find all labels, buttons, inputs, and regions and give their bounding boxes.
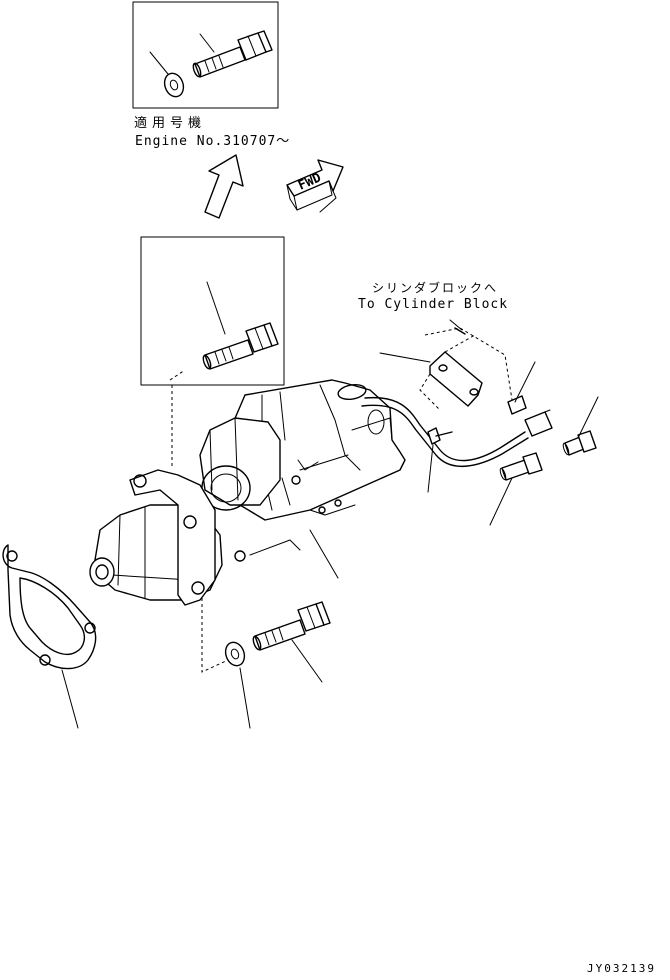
bolt-icon — [562, 430, 597, 456]
inset-box-top — [132, 1, 279, 109]
dashed-leader — [201, 598, 229, 673]
wiring-harness — [361, 319, 553, 468]
callout-leaders — [61, 352, 599, 729]
cylinder-block-label-jp: シリンダブロックへ — [372, 281, 499, 295]
drawing-number: JY032139 — [587, 962, 656, 975]
gasket-icon — [2, 544, 97, 670]
washer-icon — [163, 72, 185, 98]
bolt-icon — [252, 601, 331, 651]
bolt-icon — [192, 30, 273, 78]
bolt-icon — [499, 452, 543, 481]
washer-icon — [224, 641, 246, 667]
applicability-label-jp: 適用号機 — [134, 116, 207, 131]
direction-arrow-icon — [204, 154, 244, 219]
starter-motor — [89, 379, 406, 606]
fwd-arrow-icon — [286, 159, 344, 213]
leader-line — [149, 51, 169, 75]
leader-line — [199, 33, 215, 53]
applicability-label-en: Engine No.310707～ — [135, 134, 291, 149]
inset-box-middle — [140, 236, 285, 386]
cylinder-block-label-en: To Cylinder Block — [358, 297, 509, 312]
bolt-icon — [202, 322, 279, 370]
leader-line — [206, 281, 226, 335]
